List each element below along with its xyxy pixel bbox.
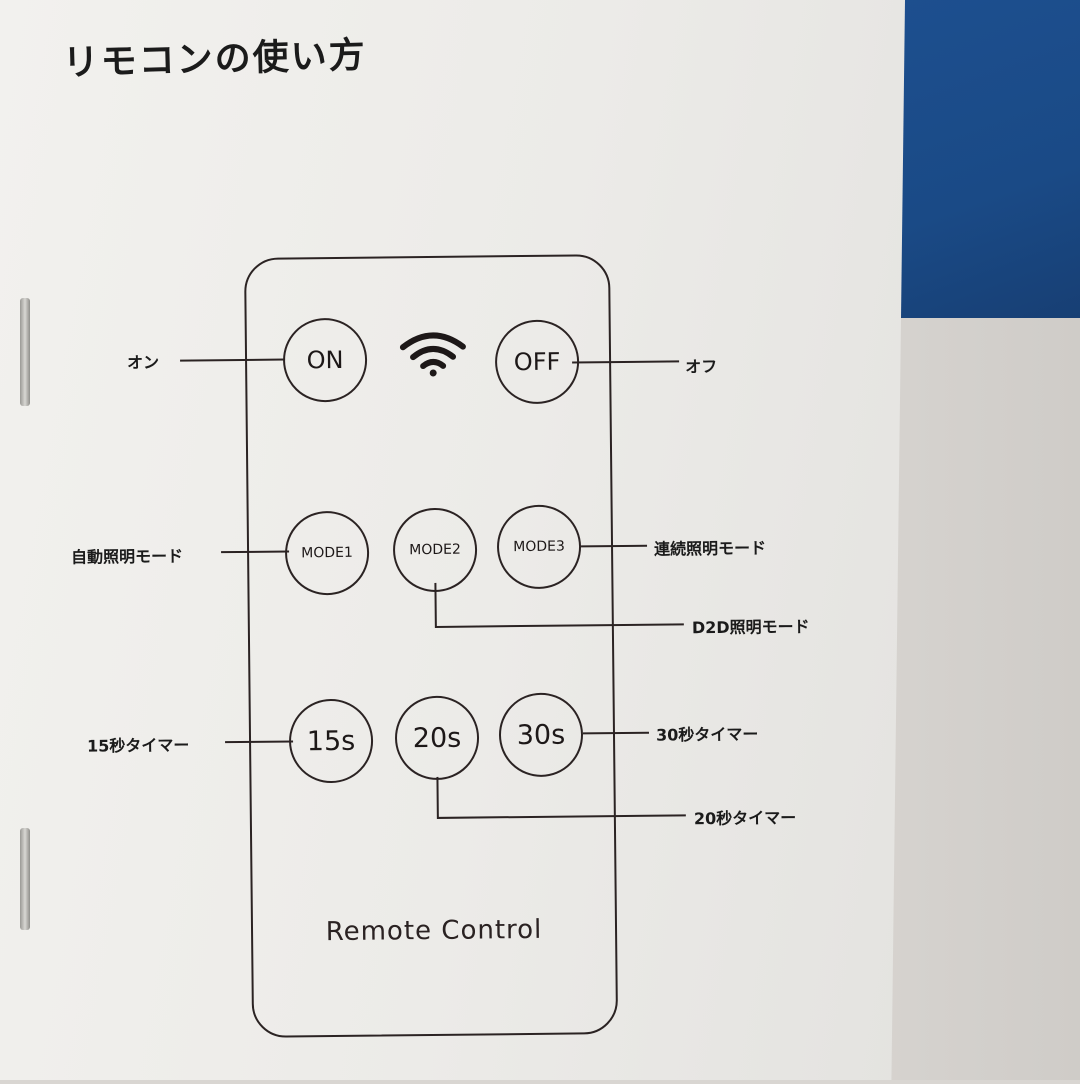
background-surface xyxy=(880,318,1080,1080)
callout-line-off xyxy=(572,360,680,364)
label-20s: 20秒タイマー xyxy=(693,808,797,829)
mode3-button[interactable]: MODE3 xyxy=(496,504,582,590)
mode2-button[interactable]: MODE2 xyxy=(392,507,478,593)
staple-bottom xyxy=(20,828,30,930)
remote-brand-label: Remote Control xyxy=(325,914,543,948)
wifi-icon xyxy=(399,332,466,377)
timer-15s-button[interactable]: 15s xyxy=(288,698,374,784)
timer-30s-button[interactable]: 30s xyxy=(498,692,584,778)
callout-line-20s xyxy=(436,776,686,819)
timer-20s-button[interactable]: 20s xyxy=(394,695,480,781)
label-mode1: 自動照明モード xyxy=(71,546,184,567)
callout-line-30s xyxy=(582,731,649,735)
manual-page: リモコンの使い方 ON OFF MODE1 MODE2 MODE xyxy=(0,0,905,1080)
on-button[interactable]: ON xyxy=(282,317,368,403)
label-15s: 15秒タイマー xyxy=(86,735,190,756)
callout-line-mode3 xyxy=(581,544,648,548)
label-on: オン xyxy=(126,352,160,373)
off-button[interactable]: OFF xyxy=(494,319,580,405)
label-30s: 30秒タイマー xyxy=(655,724,759,745)
label-mode2: D2D照明モード xyxy=(691,617,810,638)
callout-line-on xyxy=(180,358,286,362)
label-off: オフ xyxy=(685,356,718,377)
callout-line-mode1 xyxy=(221,550,290,554)
mode1-button[interactable]: MODE1 xyxy=(284,510,370,596)
callout-line-15s xyxy=(225,740,294,744)
callout-line-mode2 xyxy=(434,582,684,628)
staple-top xyxy=(20,298,30,406)
booklet-cover xyxy=(880,0,1080,318)
callout-lines xyxy=(180,358,686,819)
label-mode3: 連続照明モード xyxy=(653,538,767,559)
remote-diagram: ON OFF MODE1 MODE2 MODE3 15s 20s 30s Rem… xyxy=(71,254,810,1038)
